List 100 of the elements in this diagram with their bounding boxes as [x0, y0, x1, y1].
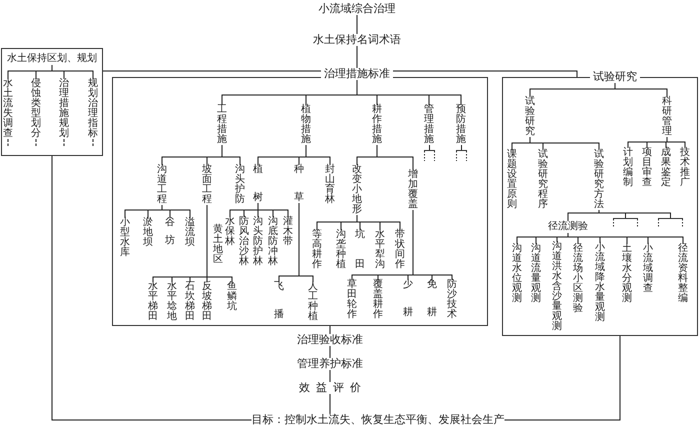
node-label: 带状间作	[395, 230, 405, 270]
connector-line	[52, 156, 252, 420]
node-label: 沟道洪水含沙量观测	[552, 242, 562, 332]
annotation-label: 黄土地区	[213, 225, 223, 265]
node-label: 预防措施	[456, 105, 466, 145]
node-label: 试验研究	[525, 97, 535, 137]
connector-line	[376, 144, 414, 170]
node-label: 径流资料整编	[678, 244, 688, 304]
node-label: 效益评价	[293, 382, 367, 394]
box-heading: 水土保持区划、规划	[7, 53, 97, 65]
node-label: 沟头防护林	[253, 217, 263, 267]
group-box	[1, 48, 103, 156]
dotted-bracket-icon	[658, 218, 683, 228]
connector-line	[530, 136, 600, 150]
connector-line	[102, 70, 322, 72]
node-label: 水土保持名词术语	[313, 34, 401, 46]
node-label: 工程措施	[217, 105, 227, 145]
dotted-bracket-icon	[613, 218, 638, 228]
connector-line	[666, 136, 686, 148]
node-label: 水平犁沟	[375, 230, 385, 270]
node-label: 鱼鳞坑	[227, 282, 237, 312]
node-label: 植树	[253, 165, 263, 203]
connector-line	[52, 64, 94, 80]
node-label: 改变小地形	[352, 165, 362, 215]
connector-line	[504, 336, 620, 420]
node-label: 土壤水分观测	[622, 244, 632, 304]
section-heading: 治理措施标准	[321, 68, 393, 80]
connector-line	[222, 144, 240, 166]
connector-line	[461, 144, 462, 150]
node-label: 坡面工程	[202, 165, 212, 205]
connector-line	[206, 204, 232, 282]
node-label: 水保林	[225, 217, 235, 247]
node-label: 小流域调查	[643, 244, 653, 294]
connector-line	[568, 232, 684, 244]
connector-line	[298, 202, 314, 282]
node-label: 水土流失调查	[3, 79, 13, 139]
node-label: 项目审查	[642, 148, 652, 188]
node-label: 沟垄种植	[336, 230, 346, 270]
node-label: 增加覆盖	[408, 170, 418, 210]
node-label: 计划编制	[623, 148, 633, 188]
node-label: 坑田	[355, 230, 365, 270]
node-label: 草田轮作	[347, 280, 357, 320]
connector-line	[392, 70, 578, 78]
node-label: 课题设置原则	[507, 150, 517, 210]
node-label: 规划治理指标	[88, 79, 98, 139]
node-label: 成果鉴定	[661, 148, 671, 188]
connector-line	[356, 46, 358, 68]
node-label: 沟道水位观测	[512, 244, 522, 304]
node-label: 小流域综合治理	[318, 3, 396, 15]
connector-line	[598, 210, 671, 218]
group-box	[112, 77, 488, 326]
dotted-bracket-icon	[424, 150, 435, 161]
node-label: 侵蚀类型划分	[31, 79, 41, 139]
node-label: 治理验收标准	[297, 334, 363, 346]
connector-line	[162, 204, 190, 218]
node-label: 防沙技术	[447, 280, 457, 320]
node-label: 溢流坝	[185, 218, 195, 248]
node-label: 沟头护防	[235, 165, 245, 205]
node-label: 封山育林	[325, 165, 335, 205]
dotted-bracket-icon	[456, 150, 467, 161]
node-label: 反坡梯田	[202, 282, 212, 322]
connector-line	[429, 144, 430, 150]
node-label: 试验研究程序	[538, 150, 548, 210]
node-label: 飞播	[274, 282, 284, 320]
node-label: 径流场小区测验	[573, 244, 583, 314]
connector-line	[356, 14, 358, 34]
node-label: 小型水库	[120, 218, 130, 258]
goal-statement: 目标：控制水土流失、恢复生态平衡、发展社会生产	[252, 414, 504, 426]
node-label: 治理措施规划	[59, 79, 69, 139]
section-heading: 试验研究	[590, 71, 640, 83]
node-label: 沟底防冲林	[268, 217, 278, 267]
node-label: 耕作措施	[372, 105, 382, 145]
node-label: 灌木带	[283, 217, 293, 247]
node-label: 径流测验	[548, 221, 588, 233]
node-label: 人工种植	[308, 282, 318, 322]
node-label: 少耕	[403, 280, 413, 318]
node-label: 沟道流量观测	[531, 244, 541, 304]
node-label: 种草	[294, 165, 304, 203]
node-label: 淤地坝	[143, 218, 153, 248]
node-label: 防风治沙林	[239, 217, 249, 267]
node-label: 科研管理	[662, 97, 672, 137]
node-label: 覆盖耕作	[373, 280, 383, 320]
node-label: 石坎梯田	[185, 282, 195, 322]
connector-line	[614, 82, 668, 98]
connector-line	[412, 210, 452, 280]
node-label: 管理养护标准	[297, 358, 363, 370]
connector-line	[258, 202, 288, 218]
connector-line	[306, 144, 330, 166]
node-label: 植物措施	[301, 105, 311, 145]
node-label: 小流域降水量观测	[595, 243, 605, 323]
node-label: 等高耕作	[312, 230, 322, 270]
node-label: 谷坊	[165, 218, 175, 246]
node-label: 管理措施	[424, 105, 434, 145]
node-label: 试验研究方法	[594, 150, 604, 210]
node-label: 沟道工程	[157, 165, 167, 205]
connector-line	[92, 138, 94, 146]
node-label: 水平梯田	[148, 282, 158, 322]
connector-line	[356, 80, 462, 106]
node-label: 水平埝地	[167, 282, 177, 322]
node-label: 技术推广	[680, 148, 690, 188]
